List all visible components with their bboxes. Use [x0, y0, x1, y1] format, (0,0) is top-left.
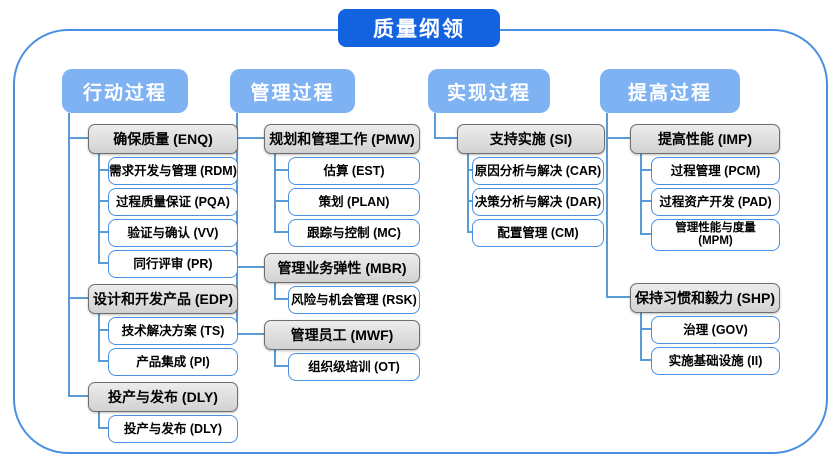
child-node-ot: 组织级培训 (OT)	[288, 353, 420, 381]
connector-stub	[467, 169, 472, 171]
connector-trunk	[68, 113, 70, 396]
connector-stub	[274, 200, 288, 202]
connector-subtrunk	[467, 152, 469, 232]
column-header-4: 提高过程	[600, 69, 740, 113]
connector-stub	[274, 169, 288, 171]
connector-stub	[640, 233, 651, 235]
connector-stub	[640, 200, 651, 202]
child-node-vv: 验证与确认 (VV)	[108, 219, 238, 247]
child-node-cm: 配置管理 (CM)	[472, 219, 604, 247]
connector-stub	[467, 231, 472, 233]
connector-subtrunk	[98, 312, 100, 361]
connector-stub	[606, 296, 630, 298]
connector-subtrunk	[274, 281, 276, 299]
group-node-si: 支持实施 (SI)	[457, 124, 605, 154]
connector-subtrunk	[274, 348, 276, 366]
group-node-edp: 设计和开发产品 (EDP)	[88, 284, 238, 314]
child-node-rsk: 风险与机会管理 (RSK)	[288, 286, 420, 314]
child-node-pcm: 过程管理 (PCM)	[651, 157, 780, 185]
group-node-imp: 提高性能 (IMP)	[630, 124, 780, 154]
child-node-car: 原因分析与解决 (CAR)	[472, 157, 604, 185]
column-header-1: 行动过程	[62, 69, 188, 113]
connector-stub	[236, 333, 264, 335]
connector-stub	[640, 328, 651, 330]
connector-stub	[640, 359, 651, 361]
group-node-enq: 确保质量 (ENQ)	[88, 124, 238, 154]
connector-stub	[467, 200, 472, 202]
connector-subtrunk	[98, 152, 100, 263]
connector-stub	[274, 365, 288, 367]
group-node-pmw: 规划和管理工作 (PMW)	[264, 124, 420, 154]
column-header-3: 实现过程	[428, 69, 550, 113]
connector-stub	[236, 266, 264, 268]
connector-stub	[434, 137, 457, 139]
connector-stub	[98, 231, 108, 233]
connector-stub	[98, 329, 108, 331]
connector-stub	[68, 137, 88, 139]
connector-stub	[236, 137, 264, 139]
child-node-ts: 技术解决方案 (TS)	[108, 317, 238, 345]
connector-stub	[606, 137, 630, 139]
connector-stub	[274, 231, 288, 233]
group-node-dly: 投产与发布 (DLY)	[88, 382, 238, 412]
connector-stub	[68, 297, 88, 299]
child-node-pr: 同行评审 (PR)	[108, 250, 238, 278]
connector-stub	[274, 298, 288, 300]
child-node-est: 估算 (EST)	[288, 157, 420, 185]
connector-subtrunk	[98, 410, 100, 428]
connector-stub	[640, 169, 651, 171]
column-header-2: 管理过程	[230, 69, 355, 113]
group-node-mwf: 管理员工 (MWF)	[264, 320, 420, 350]
connector-trunk	[606, 113, 608, 297]
connector-trunk	[434, 113, 436, 138]
child-node-mpm: 管理性能与度量 (MPM)	[651, 219, 780, 251]
child-node-ii: 实施基础设施 (II)	[651, 347, 780, 375]
connector-subtrunk	[640, 311, 642, 360]
child-node-pad: 过程资产开发 (PAD)	[651, 188, 780, 216]
child-node-mc: 跟踪与控制 (MC)	[288, 219, 420, 247]
connector-stub	[98, 427, 108, 429]
connector-subtrunk	[640, 152, 642, 234]
child-node-pqa: 过程质量保证 (PQA)	[108, 188, 238, 216]
connector-stub	[98, 262, 108, 264]
connector-stub	[98, 169, 108, 171]
child-node-dar: 决策分析与解决 (DAR)	[472, 188, 604, 216]
diagram-title: 质量纲领	[338, 9, 500, 47]
child-node-dly: 投产与发布 (DLY)	[108, 415, 238, 443]
child-node-gov: 治理 (GOV)	[651, 316, 780, 344]
connector-stub	[98, 200, 108, 202]
connector-stub	[98, 360, 108, 362]
connector-subtrunk	[274, 152, 276, 232]
group-node-shp: 保持习惯和毅力 (SHP)	[630, 283, 780, 313]
child-node-pi: 产品集成 (PI)	[108, 348, 238, 376]
connector-stub	[68, 395, 88, 397]
group-node-mbr: 管理业务弹性 (MBR)	[264, 253, 420, 283]
child-node-plan: 策划 (PLAN)	[288, 188, 420, 216]
child-node-rdm: 需求开发与管理 (RDM)	[108, 157, 238, 185]
